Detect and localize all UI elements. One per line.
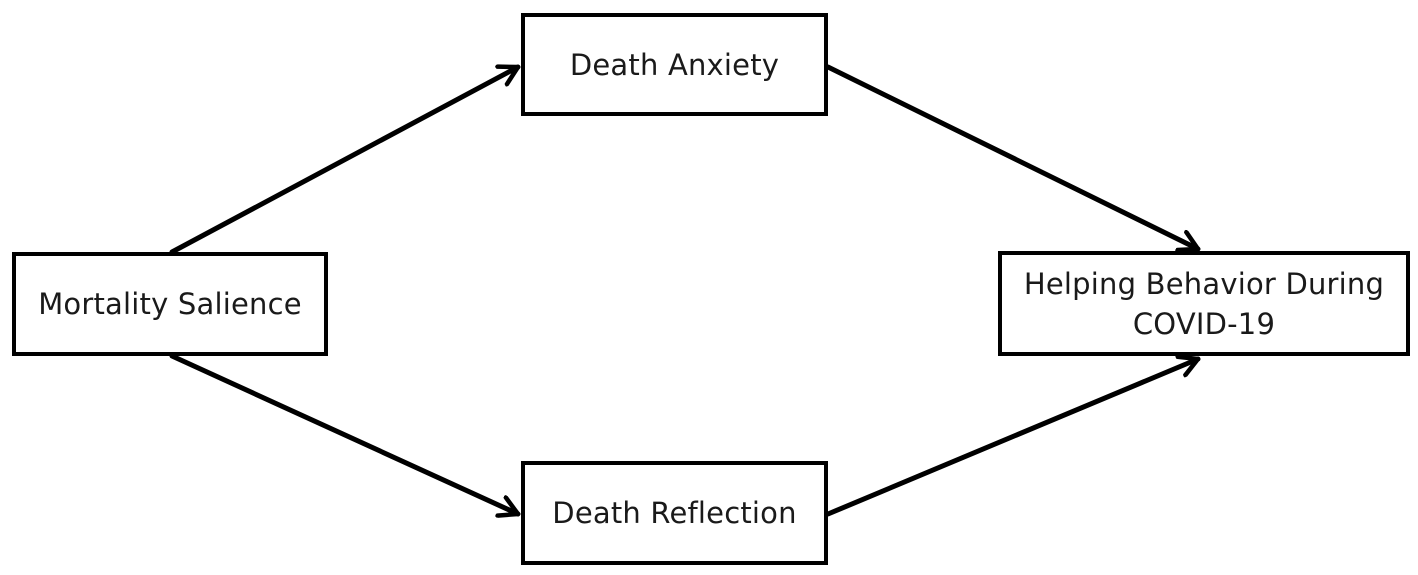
node-helping-behavior: Helping Behavior During COVID-19 [998, 251, 1410, 356]
edge-mortality-salience-to-death-reflection [169, 353, 521, 514]
node-label-mortality-salience: Mortality Salience [38, 287, 302, 321]
node-death-reflection: Death Reflection [521, 461, 828, 565]
node-label-death-reflection: Death Reflection [552, 496, 797, 530]
edge-mortality-salience-to-death-anxiety [169, 67, 521, 255]
node-label-death-anxiety: Death Anxiety [569, 47, 780, 82]
node-death-anxiety: Death Anxiety [521, 13, 828, 116]
edge-death-anxiety-to-helping-behavior [825, 64, 1201, 249]
node-label-helping-behavior: Helping Behavior During COVID-19 [1023, 266, 1385, 341]
node-mortality-salience: Mortality Salience [12, 252, 328, 356]
edge-death-reflection-to-helping-behavior [825, 359, 1201, 517]
